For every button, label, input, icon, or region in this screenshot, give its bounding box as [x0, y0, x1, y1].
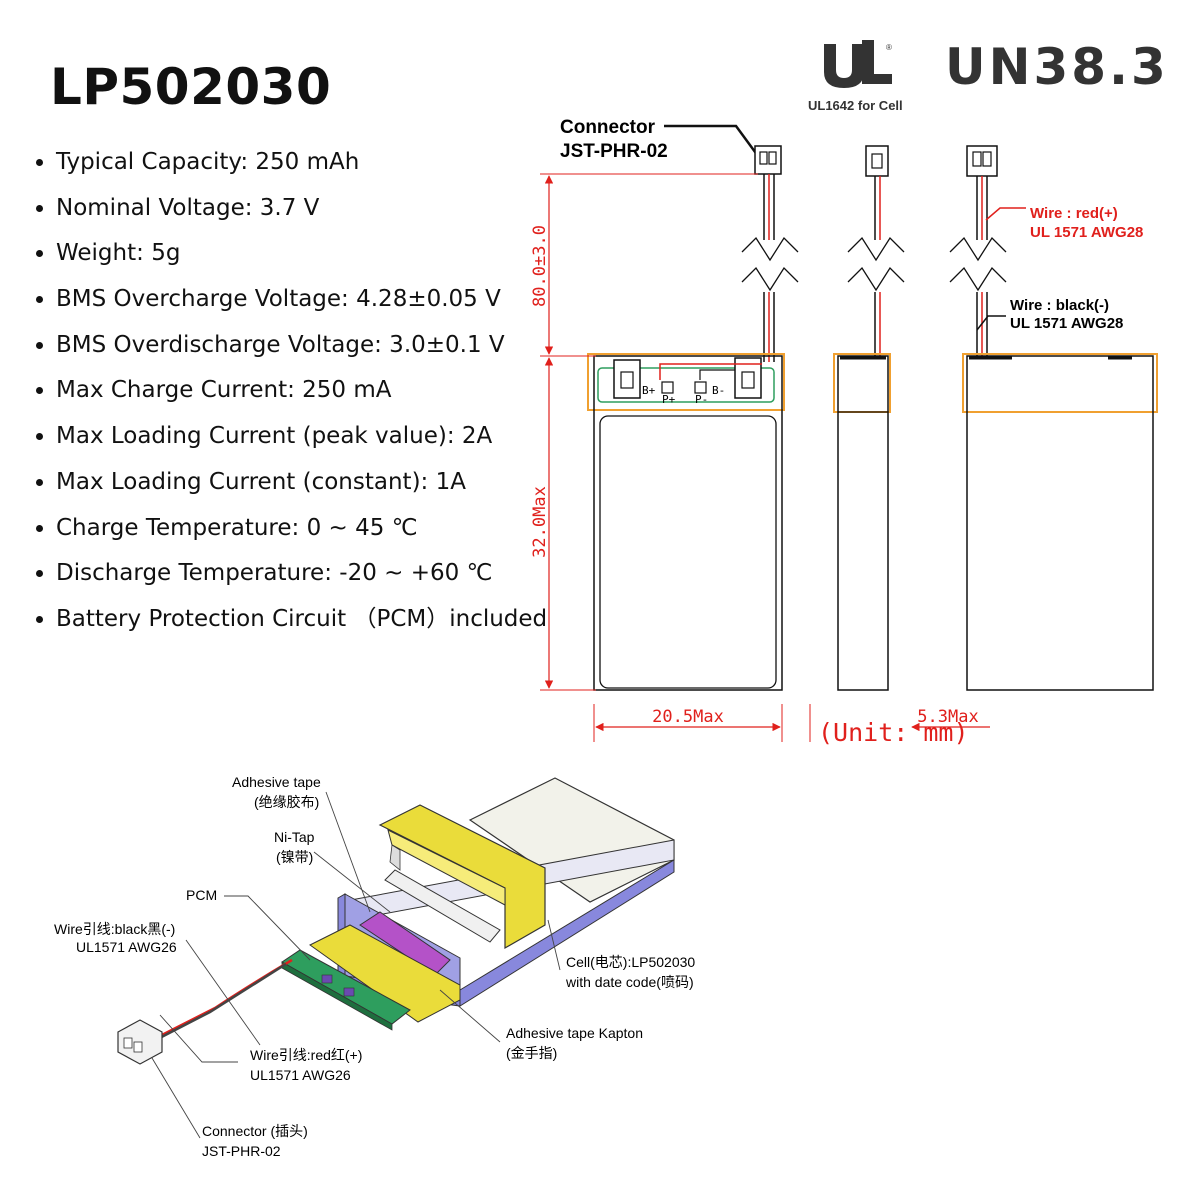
label-ni-tap-cn: (镍带) [276, 849, 313, 865]
spec-pcm: Battery Protection Circuit （PCM）included [36, 601, 547, 647]
pcb-board [597, 367, 775, 403]
label-kapton: Adhesive tape Kapton [506, 1025, 643, 1041]
label-wire-black-spec: UL1571 AWG26 [76, 939, 177, 955]
ul-caption: UL1642 for Cell [808, 98, 903, 113]
exploded-view: Adhesive tape (绝缘胶布) Ni-Tap (镍带) PCM Wir… [54, 774, 695, 1159]
side-cell-outline [837, 355, 889, 691]
spec-list: Typical Capacity: 250 mAh Nominal Voltag… [36, 144, 547, 647]
ul-logo-icon: ® [824, 40, 892, 88]
unit-label: (Unit: mm) [818, 718, 969, 747]
side-view [833, 145, 905, 691]
label-ni-tap: Ni-Tap [274, 829, 315, 845]
label-kapton-cn: (金手指) [506, 1045, 557, 1061]
front-pcb-highlight [587, 353, 785, 411]
pcb-label-b-plus: B+ [642, 384, 656, 397]
spec-peak-current: Max Loading Current (peak value): 2A [36, 418, 547, 464]
label-connector: Connector (插头) [202, 1123, 308, 1139]
front-cell-pouch [599, 415, 777, 689]
spec-discharge-temp: Discharge Temperature: -20 ~ +60 ℃ [36, 555, 547, 601]
label-connector-model: JST-PHR-02 [202, 1143, 281, 1159]
label-cell-date-code: with date code(喷码) [565, 974, 694, 990]
thickness-dimension: 5.3Max (Unit: mm) [809, 704, 990, 747]
height-dimensions: 80.0±3.0 32.0Max [530, 173, 758, 691]
connector-label: Connector [560, 117, 656, 138]
side-connector-icon [865, 145, 889, 177]
connector-leader [664, 124, 760, 157]
pcb-label-p-plus: P+ [662, 393, 676, 406]
dim-wire-length: 80.0±3.0 [530, 225, 550, 307]
side-pcb-highlight [833, 353, 891, 413]
spec-overdischarge: BMS Overdischarge Voltage: 3.0±0.1 V [36, 327, 547, 373]
product-title: LP502030 [50, 58, 332, 116]
front-cell-outline [593, 355, 783, 691]
pcb-label-p-minus: P- [695, 393, 708, 406]
label-cell: Cell(电芯):LP502030 [566, 954, 695, 970]
spec-overcharge: BMS Overcharge Voltage: 4.28±0.05 V [36, 281, 547, 327]
exploded-black-wire [147, 962, 287, 1046]
spec-capacity: Typical Capacity: 250 mAh [36, 144, 547, 190]
label-adhesive-tape-cn: (绝缘胶布) [254, 794, 319, 810]
label-wire-red: Wire引线:red红(+) [250, 1047, 362, 1063]
wire-black-spec: UL 1571 AWG28 [1010, 315, 1123, 332]
back-connector-icon [966, 145, 998, 177]
ul-registered-mark: ® [886, 43, 892, 52]
dim-thickness: 5.3Max [917, 707, 978, 727]
dim-width: 20.5Max [652, 707, 724, 727]
un-certification: UN38.3 [945, 38, 1169, 96]
wire-red-spec: UL 1571 AWG28 [1030, 224, 1143, 241]
label-wire-black: Wire引线:black黑(-) [54, 921, 175, 937]
label-pcm: PCM [186, 887, 217, 903]
front-connector-icon [754, 145, 782, 175]
width-dimension: 20.5Max [593, 704, 783, 742]
back-pcb-highlight [962, 353, 1158, 413]
spec-charge-current: Max Charge Current: 250 mA [36, 372, 547, 418]
back-view: Wire : red(+) UL 1571 AWG28 Wire : black… [949, 145, 1158, 691]
spec-voltage: Nominal Voltage: 3.7 V [36, 190, 547, 236]
spec-constant-current: Max Loading Current (constant): 1A [36, 464, 547, 510]
front-view: B+ P+ P- B- [587, 145, 799, 691]
dim-height: 32.0Max [530, 486, 550, 558]
label-wire-red-spec: UL1571 AWG26 [250, 1067, 351, 1083]
spec-charge-temp: Charge Temperature: 0 ~ 45 ℃ [36, 510, 547, 556]
spec-weight: Weight: 5g [36, 235, 547, 281]
label-adhesive-tape: Adhesive tape [232, 774, 321, 790]
wire-red-label: Wire : red(+) [1030, 205, 1118, 222]
pcb-label-b-minus: B- [712, 384, 725, 397]
back-cell-outline [966, 355, 1154, 691]
wire-black-label: Wire : black(-) [1010, 297, 1109, 314]
connector-model-label: JST-PHR-02 [560, 141, 668, 162]
